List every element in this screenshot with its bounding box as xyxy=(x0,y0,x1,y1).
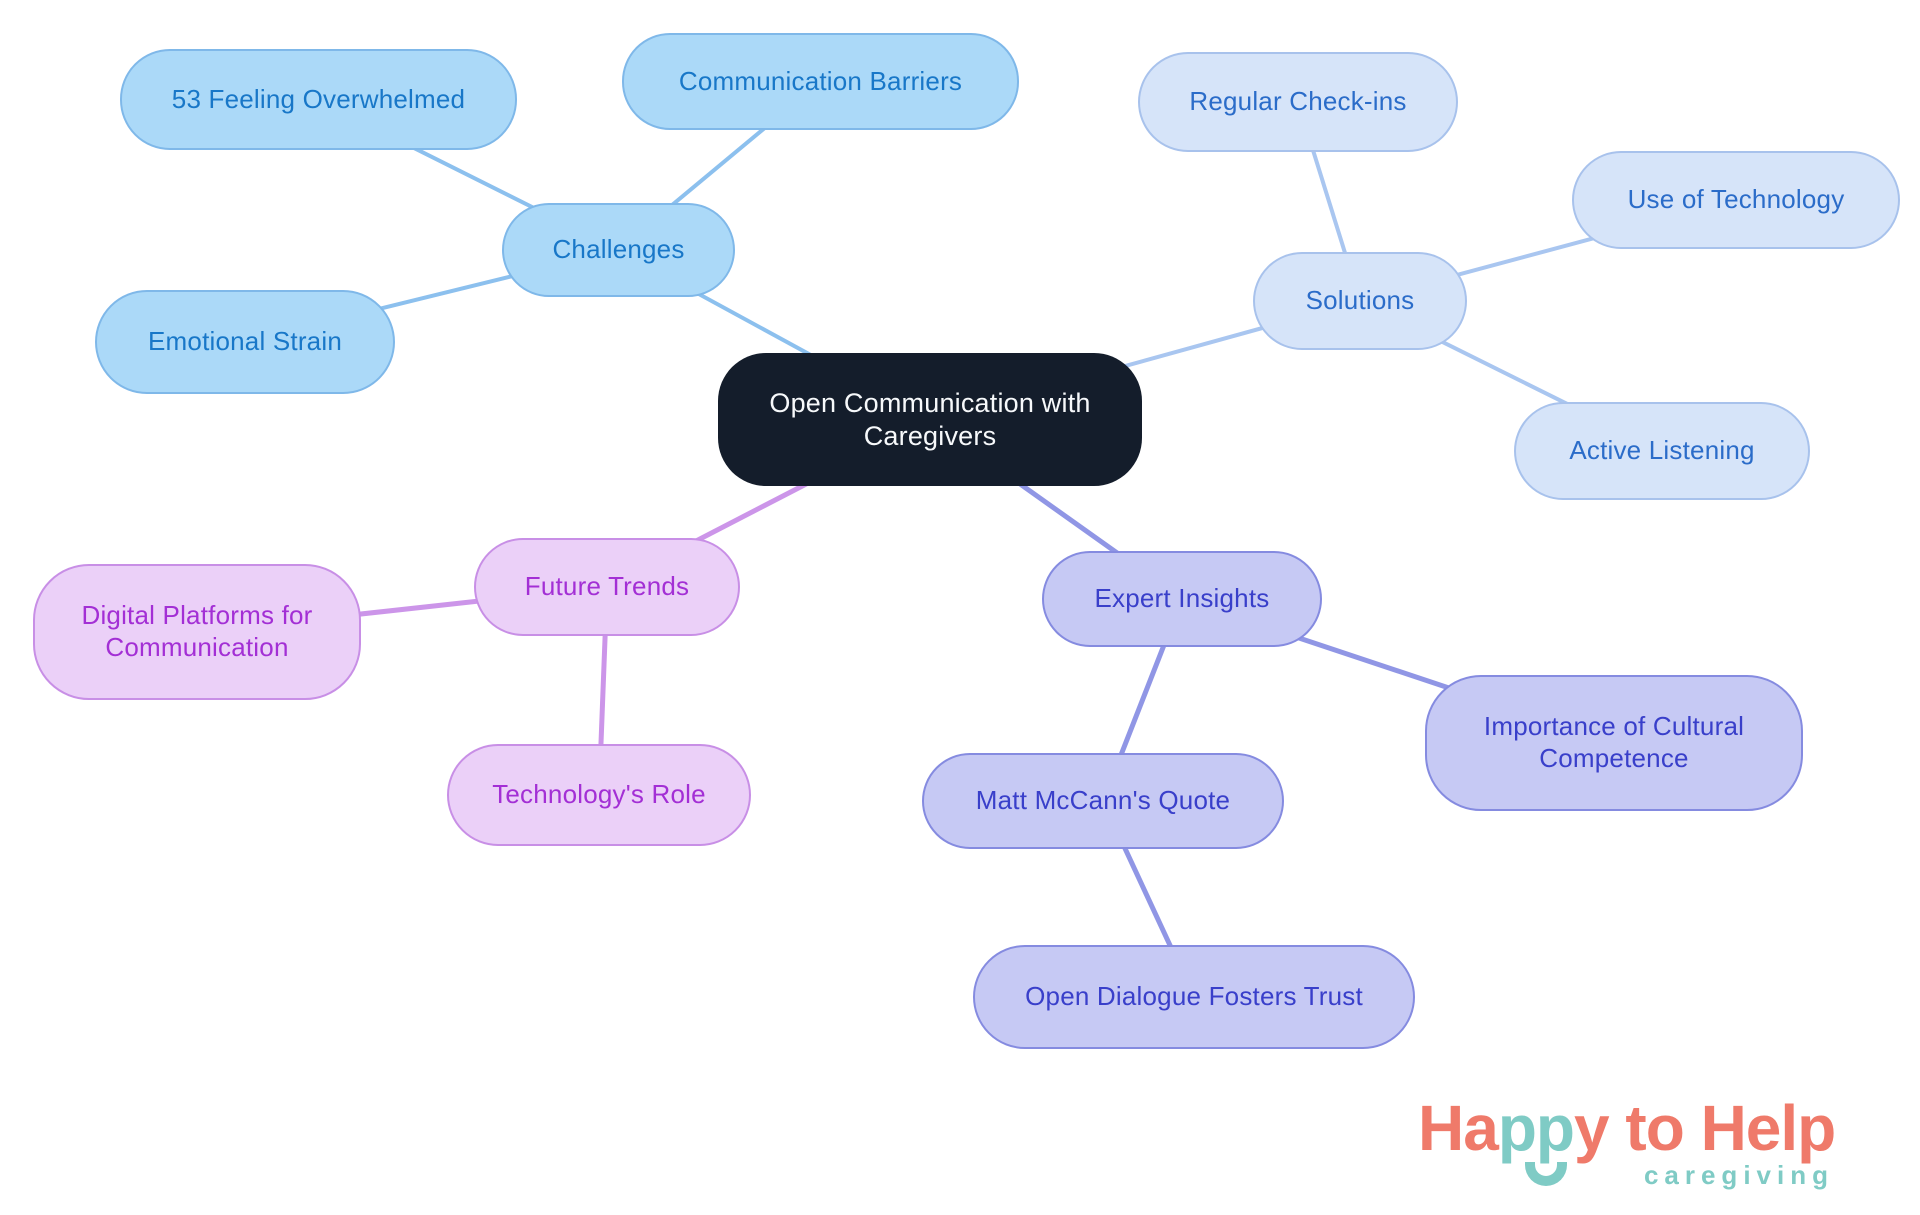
node-label: Challenges xyxy=(552,234,685,265)
node-active-listening[interactable]: Active Listening xyxy=(1514,402,1810,500)
logo-word-ha: Ha xyxy=(1418,1092,1499,1164)
node-label: Open Communication with Caregivers xyxy=(769,387,1091,451)
node-digital-platforms[interactable]: Digital Platforms for Communication xyxy=(33,564,361,700)
node-importance-cultural[interactable]: Importance of Cultural Competence xyxy=(1425,675,1803,811)
node-challenges[interactable]: Challenges xyxy=(502,203,735,297)
node-label: Future Trends xyxy=(524,571,690,602)
node-label: Use of Technology xyxy=(1627,184,1845,215)
node-center[interactable]: Open Communication with Caregivers xyxy=(718,353,1142,486)
happy-to-help-logo: Happy to Help caregiving xyxy=(1418,1096,1880,1206)
node-label: Importance of Cultural Competence xyxy=(1483,711,1745,773)
node-label: Communication Barriers xyxy=(678,65,963,96)
node-future-trends[interactable]: Future Trends xyxy=(474,538,740,636)
smile-icon xyxy=(1525,1162,1567,1186)
node-open-dialogue[interactable]: Open Dialogue Fosters Trust xyxy=(973,945,1415,1049)
node-feeling-overwhelmed[interactable]: 53 Feeling Overwhelmed xyxy=(120,49,517,150)
logo-wordmark: Happy to Help xyxy=(1418,1096,1880,1160)
node-label: Regular Check-ins xyxy=(1189,86,1407,117)
logo-word-rest: y to Help xyxy=(1574,1092,1836,1164)
node-emotional-strain[interactable]: Emotional Strain xyxy=(95,290,395,394)
node-label: Digital Platforms for Communication xyxy=(81,600,313,662)
node-label: Solutions xyxy=(1305,285,1415,316)
node-label: Open Dialogue Fosters Trust xyxy=(1025,981,1363,1012)
node-matt-mccanns-quote[interactable]: Matt McCann's Quote xyxy=(922,753,1284,849)
node-label: Matt McCann's Quote xyxy=(975,785,1231,816)
logo-subtitle: caregiving xyxy=(1643,1160,1834,1190)
logo-word-pp: pp xyxy=(1497,1092,1575,1164)
node-technologys-role[interactable]: Technology's Role xyxy=(447,744,751,846)
node-label: Emotional Strain xyxy=(148,326,342,357)
node-communication-barriers[interactable]: Communication Barriers xyxy=(622,33,1019,130)
node-expert-insights[interactable]: Expert Insights xyxy=(1042,551,1322,647)
node-solutions[interactable]: Solutions xyxy=(1253,252,1467,350)
node-use-of-technology[interactable]: Use of Technology xyxy=(1572,151,1900,249)
node-label: Technology's Role xyxy=(492,779,706,810)
node-label: Active Listening xyxy=(1569,435,1755,466)
node-regular-check-ins[interactable]: Regular Check-ins xyxy=(1138,52,1458,152)
node-label: 53 Feeling Overwhelmed xyxy=(171,83,466,114)
node-label: Expert Insights xyxy=(1094,583,1270,614)
